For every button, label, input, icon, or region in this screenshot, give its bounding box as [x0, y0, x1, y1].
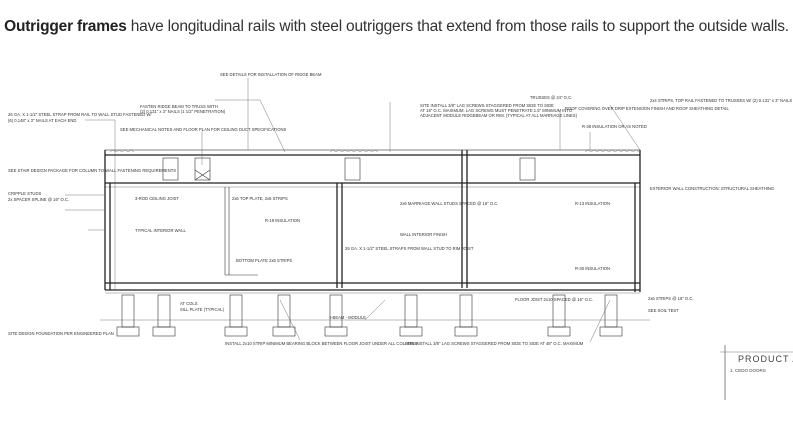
note-label: 26 GA. X 1-1/2" STEEL STRAP FROM RAIL TO… [8, 112, 152, 117]
note-label: AT 16" O.C. MAXIMUM. LAG SCREWS MUST PEN… [420, 108, 573, 113]
drawing-labels: 26 GA. X 1-1/2" STEEL STRAP FROM RAIL TO… [8, 72, 792, 346]
title-block-product: PRODUCT A [738, 354, 793, 364]
roof-assembly [104, 149, 641, 188]
note-label: R-38 INSULATION OR AS NOTED [582, 124, 647, 129]
pier [116, 294, 140, 337]
note-label: 26 GA. X 1-1/2" STEEL STRAPS FROM WALL S… [345, 246, 474, 251]
note-label: SITE INSTALL 3/8" LAG SCREWS STAGGERED F… [405, 341, 584, 346]
piers [100, 294, 650, 337]
note-label: SILL PLATE (TYPICAL) [180, 307, 225, 312]
note-label: R-13 INSULATION [575, 201, 610, 206]
floor-system [105, 282, 640, 294]
note-label: FASTEN RIDGE BEAM TO TRUSS WITH [140, 104, 218, 109]
note-label: I-BEAM - MODULE [330, 315, 366, 320]
note-label: 3-ROD CEILING JOIST [135, 196, 179, 201]
pier [224, 294, 248, 337]
note-label: SEE STAIR DESIGN PACKAGE FOR COLUMN TO W… [8, 168, 176, 173]
note-label: 2x6 TOP PLATE, 2x6 STRIPS [232, 196, 288, 201]
note-label: (6) 0.148" x 3" NAILS AT EACH END [8, 118, 76, 123]
note-label: INSTALL 2x10 STRIP MINIMUM BEARING BLOCK… [225, 341, 418, 346]
note-label: (2) 0.131" x 3" NAILS (1 1/2" PENETRATIO… [140, 109, 226, 114]
note-label: SEE DETAILS FOR INSTALLATION OF RIDGE BE… [220, 72, 322, 77]
note-label: AT COLS [180, 301, 198, 306]
note-label: 2x6 STRIPS @ 16" O.C. [648, 296, 694, 301]
ceiling-ducts [162, 157, 536, 181]
note-label: TRUSSES @ 24" O.C. [530, 95, 572, 100]
pier [399, 294, 423, 337]
pier [152, 294, 176, 337]
note-label: R-30 INSULATION [575, 266, 610, 271]
pier [454, 294, 478, 337]
caption-text: have longitudinal rails with steel outri… [126, 18, 789, 35]
note-label: R-19 INSULATION [265, 218, 300, 223]
note-label: FLOOR JOIST 2x10 SPACED @ 16" O.C. [515, 297, 593, 302]
pier [547, 294, 571, 337]
pier [324, 294, 348, 337]
figure-caption: Outrigger frames have longitudinal rails… [0, 18, 793, 36]
note-label: BOTTOM PLATE 2x6 STRIPS [236, 258, 292, 263]
note-label: 2x4 STRIPS, TOP RAIL FASTENED TO TRUSSES… [650, 98, 792, 103]
note-label: SEE SOIL TEST [648, 308, 679, 313]
caption-bold: Outrigger frames [4, 18, 127, 35]
note-label: 2x SPACER SPLINE @ 16" O.C. [8, 197, 69, 202]
note-label: 2x6 MARRIAGE WALL STUDS SPACED @ 16" O.C… [400, 201, 498, 206]
leader-lines [65, 78, 641, 343]
note-label: ROOF COVERING OVER DRIP EXTENSION FINISH… [565, 106, 729, 111]
pier [272, 294, 296, 337]
note-label: WALL INTERIOR FINISH [400, 232, 447, 237]
title-block: PRODUCT A 1. CEDO DOORS [720, 345, 793, 400]
note-label: CRIPPLE STUDS [8, 191, 41, 196]
walls [104, 150, 641, 292]
note-label: ADJACENT MODULE RIDGEBEAM OR RIM. (TYPIC… [420, 113, 578, 118]
note-label: EXTERIOR WALL CONSTRUCTION: STRUCTURAL S… [650, 186, 774, 191]
note-label: TYPICAL INTERIOR WALL [135, 228, 187, 233]
note-label: SITE INSTALL 3/8" LAG SCREWS STAGGERED F… [420, 103, 554, 108]
note-label: SEE MECHANICAL NOTES AND FLOOR PLAN FOR … [120, 127, 286, 132]
note-label: SITE DESIGN FOUNDATION PER ENGINEERED PL… [8, 331, 114, 336]
pier [599, 294, 623, 337]
title-block-line: 1. CEDO DOORS [730, 368, 766, 373]
